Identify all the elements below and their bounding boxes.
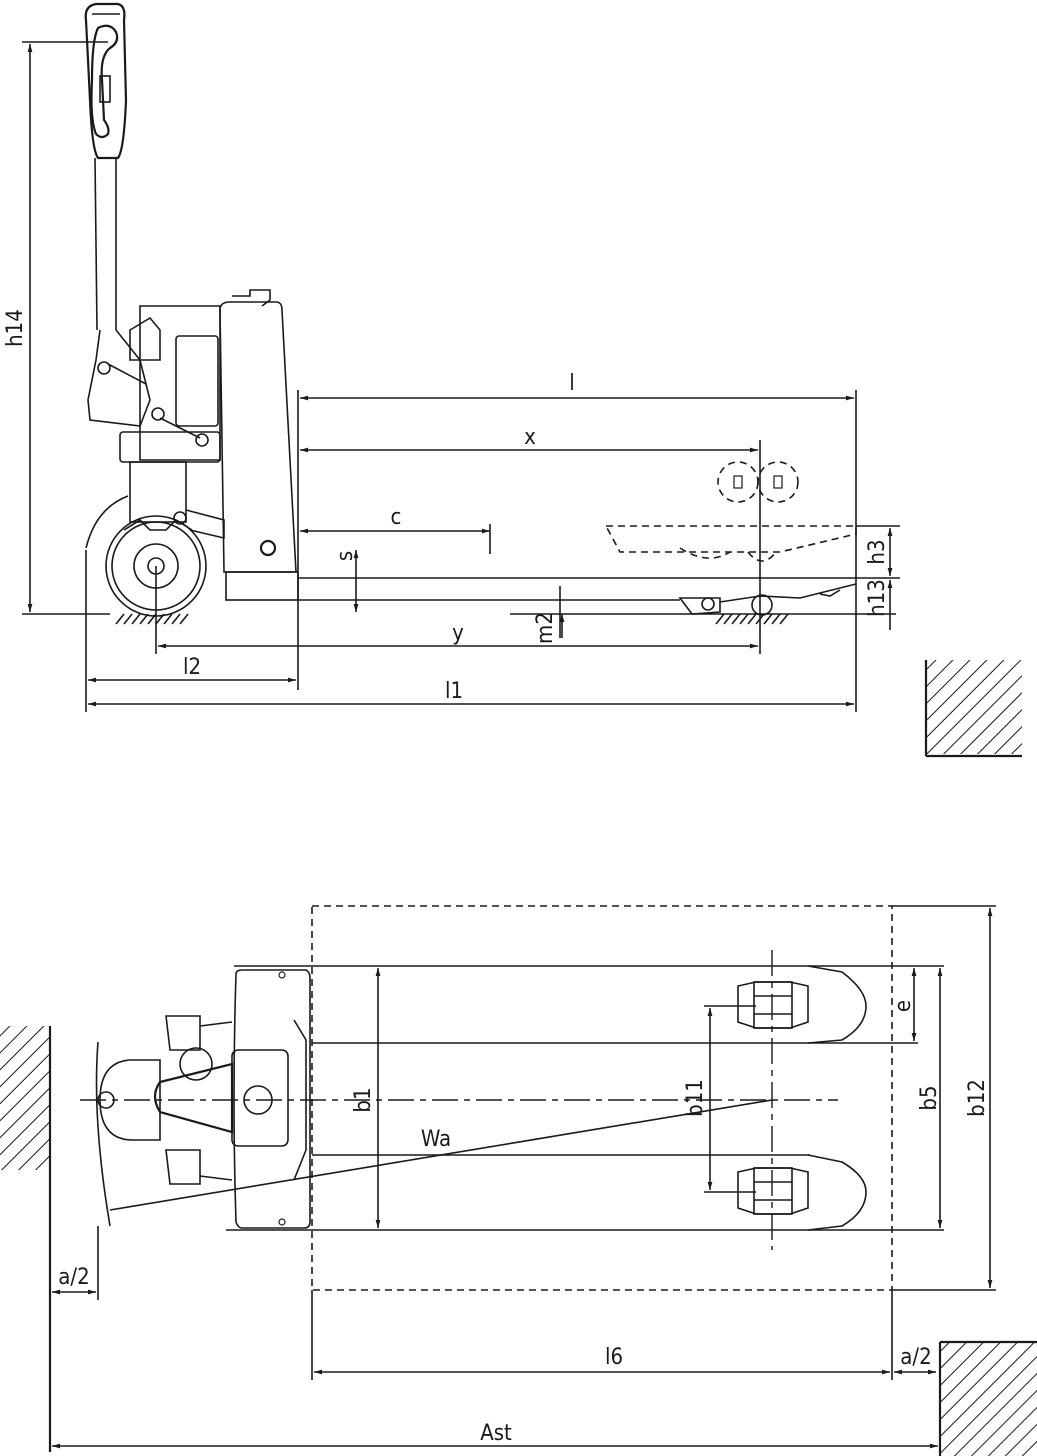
side-view: h14 l x c s h3 h13 m2 y l2 l1 bbox=[3, 2, 1022, 758]
dim-label-s: s bbox=[333, 551, 358, 561]
drive-wheel bbox=[85, 495, 207, 617]
dim-label-c: c bbox=[391, 505, 402, 530]
dim-label-h14: h14 bbox=[3, 309, 28, 347]
ground-hatch-right bbox=[715, 613, 789, 625]
dim-label-l2: l2 bbox=[183, 655, 201, 680]
top-view: Wa b1 b11 e b5 b12 a/2 l6 a/2 bbox=[0, 905, 1037, 1456]
dim-label-e: e bbox=[891, 1000, 916, 1012]
dim-label-b5: b5 bbox=[917, 1085, 942, 1110]
dim-label-m2: m2 bbox=[533, 612, 558, 644]
dim-label-b11: b11 bbox=[683, 1079, 708, 1117]
wall-hatch-side bbox=[926, 660, 1022, 754]
dim-label-y: y bbox=[452, 621, 464, 646]
tiller-handle bbox=[84, 2, 128, 331]
load-roller-top bbox=[737, 981, 809, 1029]
dim-label-h13: h13 bbox=[865, 579, 890, 617]
ground-hatch-left bbox=[115, 613, 189, 625]
dim-label-b12: b12 bbox=[965, 1079, 990, 1117]
dim-label-h3: h3 bbox=[865, 539, 890, 564]
wall-hatch-left bbox=[0, 1026, 50, 1170]
dim-label-a2-right: a/2 bbox=[900, 1345, 931, 1370]
load-roller-bottom bbox=[737, 1167, 809, 1215]
dim-label-l: l bbox=[569, 371, 575, 396]
truck-body bbox=[87, 289, 299, 601]
dim-label-wa: Wa bbox=[421, 1127, 451, 1152]
dim-label-a2-left: a/2 bbox=[58, 1265, 89, 1290]
dim-label-b1: b1 bbox=[351, 1087, 376, 1112]
dim-label-l1: l1 bbox=[445, 679, 463, 704]
wall-hatch-right bbox=[940, 1342, 1037, 1456]
dim-label-x: x bbox=[524, 425, 536, 450]
dim-label-l6: l6 bbox=[605, 1345, 623, 1370]
dim-label-ast: Ast bbox=[480, 1421, 512, 1446]
truck-top-chassis bbox=[97, 969, 311, 1229]
